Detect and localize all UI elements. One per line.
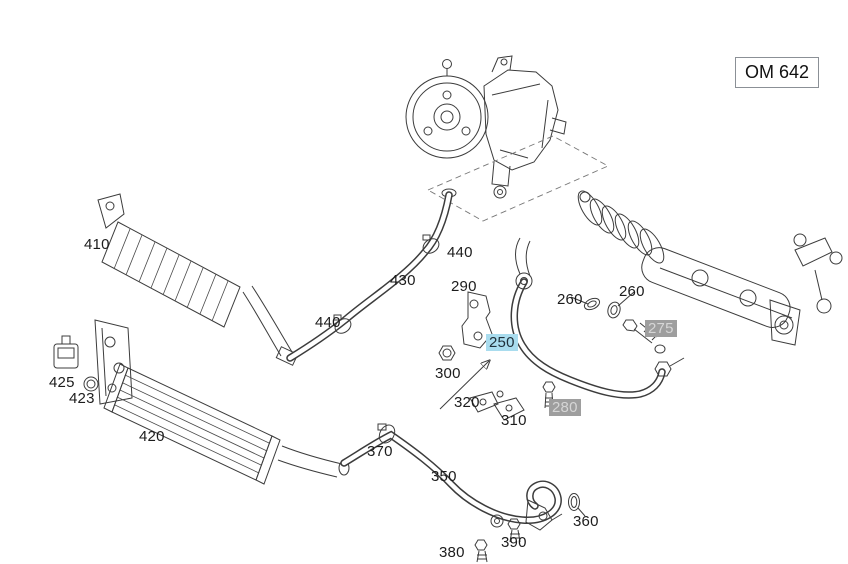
part-label-300[interactable]: 300 [435,365,461,382]
part-label-425[interactable]: 425 [49,374,75,391]
seal-ring-360-drawing [568,493,586,517]
oil-cooler-410-drawing [97,193,299,366]
part-label-410[interactable]: 410 [84,236,110,253]
steering-rack-drawing [577,190,843,346]
part-label-260-left[interactable]: 260 [557,291,583,308]
part-label-280[interactable]: 280 [549,399,581,416]
elbow-fitting-drawing [490,499,563,531]
nut-300-drawing [438,345,456,361]
oil-cooler-420-drawing [103,363,350,485]
part-label-430[interactable]: 430 [390,272,416,289]
power-steering-pump-drawing [405,55,567,199]
part-label-423[interactable]: 423 [69,390,95,407]
part-label-275[interactable]: 275 [645,320,677,337]
bolt-380-drawing [474,539,488,563]
part-label-260-right[interactable]: 260 [619,283,645,300]
brackets-310-320-drawing [469,390,525,421]
hose-clamp-440-mid-drawing [333,314,352,334]
part-label-420[interactable]: 420 [139,428,165,445]
part-label-360[interactable]: 360 [573,513,599,530]
valve-425-drawing [53,335,79,369]
seal-rings-260-drawing [570,291,635,319]
suction-hose-350-drawing [340,430,562,524]
part-label-380[interactable]: 380 [439,544,465,561]
return-hose-430-drawing [286,191,453,362]
part-label-440-top[interactable]: 440 [447,244,473,261]
part-label-290[interactable]: 290 [451,278,477,295]
bolt-390-drawing [507,518,521,543]
pointer-arrow [439,361,489,410]
engine-code-label: OM 642 [745,62,810,82]
callout-dash-lines [426,135,610,222]
part-label-320[interactable]: 320 [454,394,480,411]
seal-ring-423-drawing [83,376,99,392]
engine-code-box: OM 642 [735,57,819,88]
part-label-390[interactable]: 390 [501,534,527,551]
part-label-250-selected[interactable]: 250 [486,334,518,351]
part-label-440-mid[interactable]: 440 [315,314,341,331]
hose-clamp-440-top-drawing [422,234,440,254]
hose-clamp-370-drawing [377,423,396,444]
part-label-350[interactable]: 350 [431,468,457,485]
pressure-hose-250-drawing [510,237,685,399]
mounting-bracket-drawing [94,319,133,405]
part-label-370[interactable]: 370 [367,443,393,460]
part-label-310[interactable]: 310 [501,412,527,429]
